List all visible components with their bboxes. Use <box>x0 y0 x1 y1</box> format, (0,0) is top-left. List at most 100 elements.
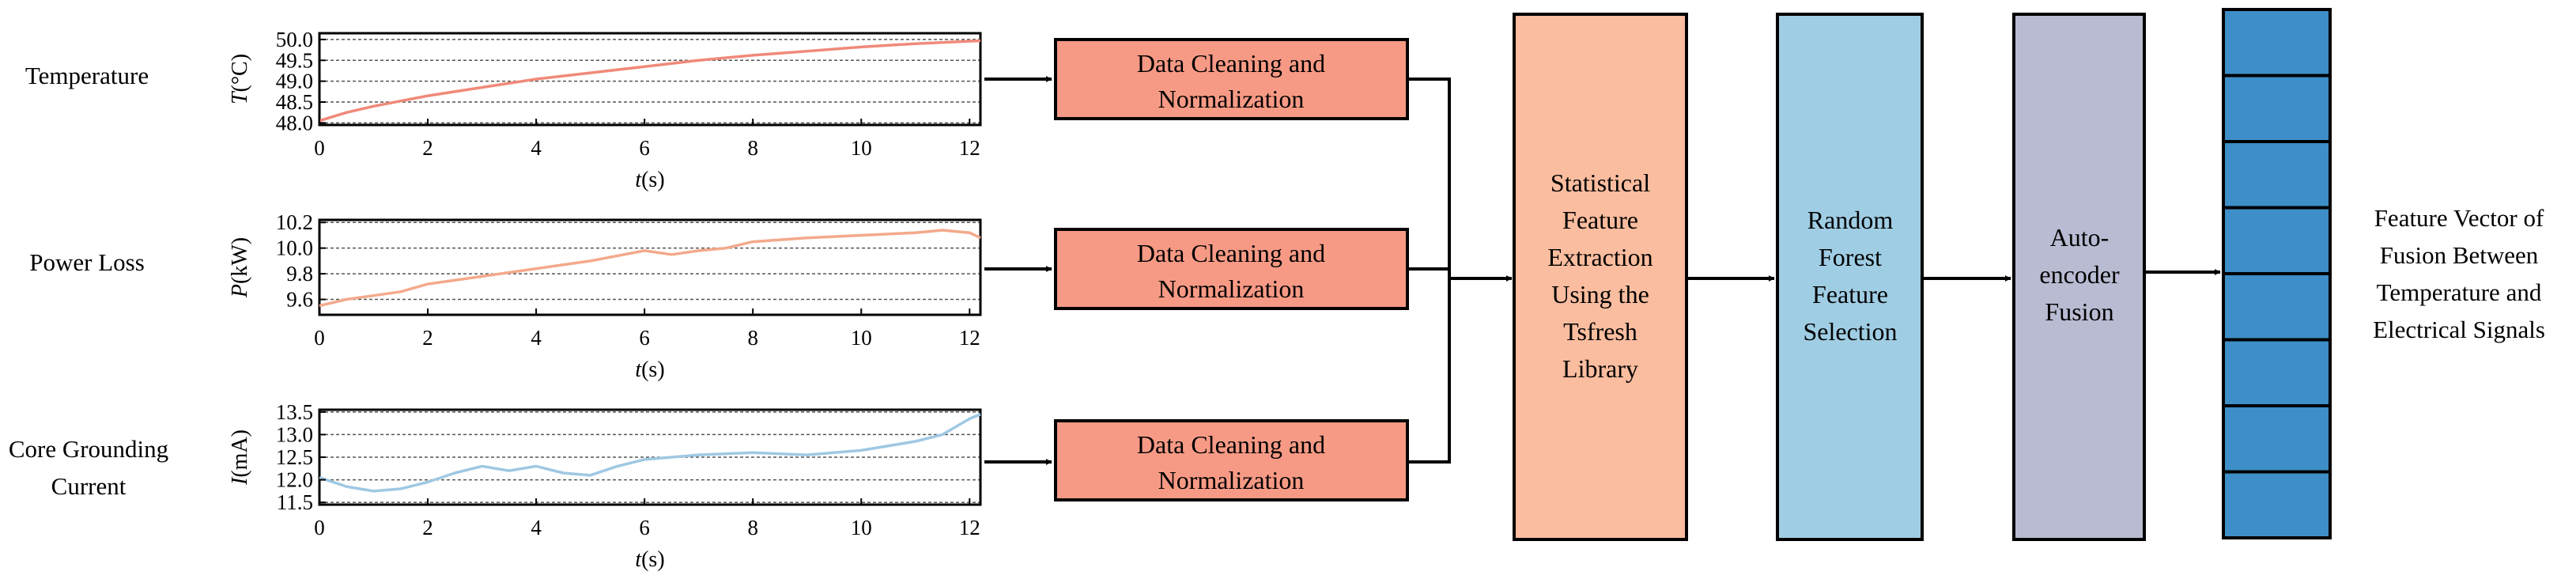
y-tick-label: 48.5 <box>276 90 313 114</box>
y-axis-unit: (mA) <box>228 430 252 478</box>
y-tick-label: 49.0 <box>276 70 313 93</box>
fusion-line-3: Fusion <box>2045 297 2113 326</box>
output-label-line-1: Feature Vector of <box>2374 204 2544 232</box>
x-tick-label: 2 <box>422 516 433 539</box>
autoencoder-fusion-box: Auto- encoder Fusion <box>2012 13 2146 541</box>
merge-line-current <box>1407 278 1451 464</box>
x-tick-label: 12 <box>959 326 980 350</box>
x-tick-label: 10 <box>851 136 872 160</box>
x-tick-label: 4 <box>531 136 542 160</box>
y-tick-label: 10.2 <box>276 210 313 234</box>
x-tick-label: 6 <box>639 326 650 350</box>
y-axis-label: P(kW) <box>228 237 252 298</box>
x-axis-symbol: t <box>635 547 642 572</box>
cleaning-box-temperature: Data Cleaning and Normalization <box>1054 38 1409 120</box>
y-axis-label: I(mA) <box>228 430 252 486</box>
feature-vector-cell <box>2222 272 2332 342</box>
feature-vector-cell <box>2222 74 2332 143</box>
x-axis-label: t(s) <box>635 547 664 572</box>
extraction-line-2: Feature <box>1562 206 1638 234</box>
core-grounding-label-line2: Current <box>51 472 127 500</box>
feature-vector-cell <box>2222 470 2332 539</box>
y-tick-label: 12.5 <box>276 445 313 469</box>
output-label-line-2: Fusion Between <box>2380 241 2539 269</box>
x-tick-label: 2 <box>422 136 433 160</box>
y-axis-label: T(°C) <box>228 54 252 104</box>
series-line <box>319 413 981 493</box>
feature-extraction-box: Statistical Feature Extraction Using the… <box>1513 13 1688 541</box>
y-axis-symbol: T <box>228 90 252 104</box>
feature-vector-cell <box>2222 404 2332 474</box>
x-axis-label: t(s) <box>635 358 664 382</box>
output-label-line-3: Temperature and <box>2377 278 2542 306</box>
x-tick-label: 8 <box>747 136 758 160</box>
extraction-line-4: Using the <box>1551 280 1649 308</box>
x-tick-label: 0 <box>314 326 325 350</box>
x-axis-symbol: t <box>635 358 642 382</box>
output-label-line-4: Electrical Signals <box>2373 316 2545 343</box>
series-line <box>319 39 981 123</box>
extraction-line-6: Library <box>1562 354 1638 383</box>
x-axis-unit: (s) <box>641 168 665 192</box>
cleaning-box-line2: Normalization <box>1158 274 1305 303</box>
x-tick-label: 0 <box>314 516 325 539</box>
x-tick-label: 10 <box>851 516 872 539</box>
merge-connector <box>1407 78 1513 464</box>
y-axis-symbol: I <box>228 476 252 486</box>
selection-line-1: Random <box>1807 206 1894 234</box>
y-tick-label: 12.0 <box>276 468 313 492</box>
y-tick-label: 10.0 <box>276 237 313 260</box>
extraction-line-1: Statistical <box>1551 168 1650 197</box>
x-axis-unit: (s) <box>641 547 665 572</box>
cleaning-box-power: Data Cleaning and Normalization <box>1054 228 1409 310</box>
core-current-chart: 11.512.012.513.013.5 0 2 4 6 8 10 12 t(s) I(mA) <box>228 400 982 572</box>
fusion-line-2: encoder <box>2039 260 2120 289</box>
cleaning-box-line1: Data Cleaning and <box>1137 49 1325 78</box>
merge-line-temp <box>1407 78 1451 278</box>
x-tick-label: 6 <box>639 136 650 160</box>
x-tick-label: 8 <box>747 516 758 539</box>
chart-frame <box>318 218 982 316</box>
selection-line-3: Feature <box>1812 280 1888 308</box>
x-tick-label: 6 <box>639 516 650 539</box>
cleaning-box-line2: Normalization <box>1158 466 1305 494</box>
temperature-label: Temperature <box>25 62 149 89</box>
x-tick-label: 2 <box>422 326 433 350</box>
fusion-line-1: Auto- <box>2050 223 2110 252</box>
y-tick-label: 49.5 <box>276 48 313 72</box>
core-grounding-label-line1: Core Grounding <box>9 435 168 463</box>
selection-line-4: Selection <box>1803 317 1897 346</box>
y-tick-label: 13.5 <box>276 400 313 424</box>
feature-selection-box: Random Forest Feature Selection <box>1776 13 1924 541</box>
feature-vector <box>2222 8 2332 539</box>
x-tick-label: 8 <box>747 326 758 350</box>
y-tick-label: 13.0 <box>276 422 313 446</box>
feature-vector-cell <box>2222 338 2332 407</box>
chart-to-cleaning-arrows <box>984 76 1052 465</box>
feature-vector-cell <box>2222 8 2332 78</box>
x-tick-label: 4 <box>531 326 542 350</box>
y-tick-label: 48.0 <box>276 111 313 134</box>
cleaning-boxes: Data Cleaning and Normalization Data Cle… <box>1054 38 1409 501</box>
feature-vector-cell <box>2222 140 2332 210</box>
cleaning-box-line1: Data Cleaning and <box>1137 430 1325 459</box>
x-tick-label: 12 <box>959 516 980 539</box>
x-axis-label: t(s) <box>635 168 664 192</box>
output-label: Feature Vector of Fusion Between Tempera… <box>2373 204 2545 343</box>
chart-frame <box>318 32 982 127</box>
cleaning-box-line2: Normalization <box>1158 85 1305 113</box>
x-axis-unit: (s) <box>641 358 665 382</box>
y-axis-unit: (kW) <box>228 237 252 284</box>
signal-labels: Temperature Power Loss Core Grounding Cu… <box>9 62 168 500</box>
y-tick-label: 50.0 <box>276 28 313 51</box>
x-tick-label: 4 <box>531 516 542 539</box>
feature-vector-cell <box>2222 206 2332 275</box>
y-tick-label: 11.5 <box>277 490 313 514</box>
y-axis-unit: (°C) <box>228 54 252 93</box>
cleaning-box-current: Data Cleaning and Normalization <box>1054 419 1409 501</box>
series-line <box>319 229 981 308</box>
